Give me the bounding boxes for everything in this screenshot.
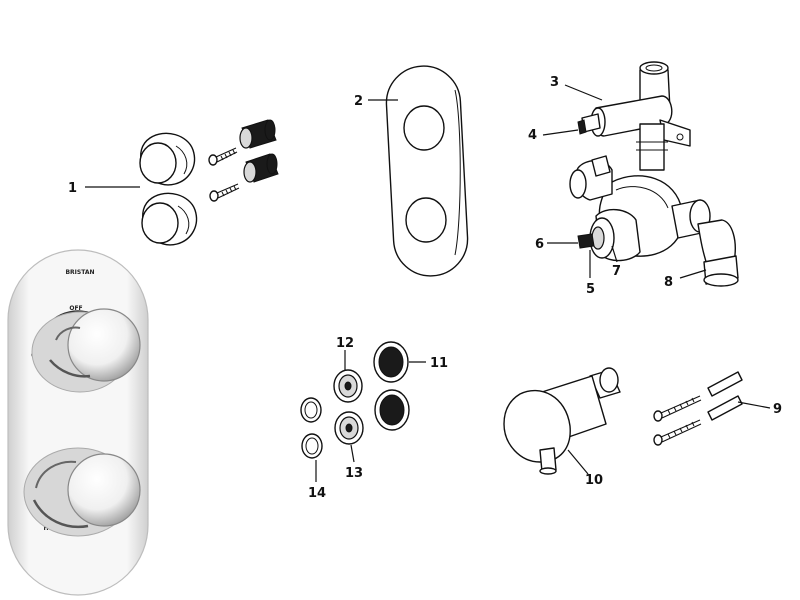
wall-plug-upper	[707, 371, 743, 397]
callout-11: 11	[430, 356, 448, 371]
callout-12: 12	[336, 336, 354, 351]
leader-8	[679, 269, 707, 279]
callout-13: 13	[345, 466, 363, 481]
assembled-faceplate-illustration: BRISTAN OFF ON H	[7, 249, 149, 596]
fixing-screw-lower	[653, 419, 702, 446]
valve-body-assembly	[569, 61, 739, 287]
callout-3: 3	[550, 75, 559, 90]
callout-6: 6	[535, 237, 544, 252]
callout-2: 2	[354, 94, 363, 109]
callout-9: 9	[773, 402, 782, 417]
leader-lines	[85, 84, 771, 482]
part-13-check-valve	[334, 411, 364, 445]
part-11-filter-washer-lower	[374, 389, 410, 431]
screw-lower	[209, 183, 240, 202]
leader-3	[564, 84, 603, 101]
callout-4: 4	[528, 128, 537, 143]
part-10-wall-outlet	[503, 367, 621, 475]
leader-7	[611, 245, 618, 263]
handle-upper	[139, 132, 196, 186]
callout-5: 5	[586, 282, 595, 297]
screw-upper	[208, 147, 238, 166]
callout-8: 8	[664, 275, 673, 290]
part-11-filter-washer-upper	[373, 341, 409, 383]
leader-4	[542, 129, 579, 136]
leader-10	[567, 449, 589, 475]
off-label: OFF	[69, 305, 82, 312]
callout-7: 7	[612, 264, 621, 279]
callout-10: 10	[585, 473, 603, 488]
handle-lower	[141, 192, 198, 246]
callout-labels: 1 2 3 4 5 6 7 8 9 10 11 12 13 14	[68, 75, 782, 501]
callout-14: 14	[308, 486, 326, 501]
spline-adaptor-lower	[243, 153, 279, 183]
part-1-handles-group	[139, 119, 279, 246]
part-9-fixings	[653, 371, 743, 446]
part-14-o-ring-upper	[300, 397, 322, 423]
leader-9	[737, 401, 771, 409]
part-12-check-valve	[333, 369, 363, 403]
leader-13	[350, 444, 355, 463]
hot-label: H	[43, 525, 48, 532]
temperature-control-knob	[23, 447, 141, 537]
callout-1: 1	[68, 181, 77, 196]
fixing-screw-upper	[653, 395, 702, 422]
filters-and-seals-group	[300, 341, 410, 459]
flow-control-knob	[31, 308, 141, 393]
part-2-faceplate	[385, 65, 469, 277]
wall-plug-lower	[707, 395, 743, 421]
spline-adaptor-upper	[239, 119, 277, 149]
brand-logo-text: BRISTAN	[65, 269, 94, 276]
part-14-o-ring-lower	[301, 433, 323, 459]
